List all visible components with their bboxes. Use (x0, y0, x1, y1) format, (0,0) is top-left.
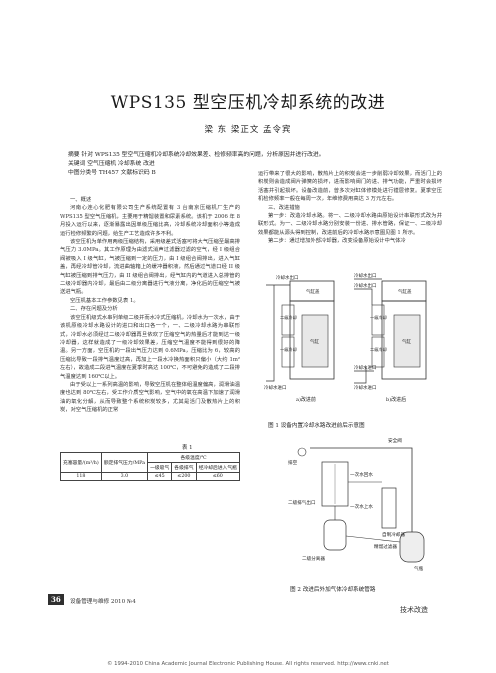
fig2-label: 一次水上水 (350, 503, 373, 510)
figure-1-diagram: 冷却水出口 气缸盖 二级冷却 一级冷却 气缸 冷却水进口 冷却水出口 冷却水出口… (264, 272, 427, 403)
table1-subheader: 一级吸气 (147, 462, 173, 473)
classification: 中图分类号 TH457 文献标识码 B (68, 170, 156, 176)
fig1-b-label: 气缸盖 (398, 288, 412, 295)
table1-cell: ≤45 (147, 472, 173, 481)
fig2-label: 精馏过滤器 (374, 543, 397, 550)
section-tag: 技术改造 (400, 606, 428, 614)
fig1-b-label: 二级冷却 (370, 346, 387, 353)
fig2-label: 二级分离器 (302, 555, 325, 562)
fig2-label: 一次水回水 (350, 471, 373, 478)
table1: 充塞容量/(m³/h) 额定排气压力/MPa 各级温度/℃ 一级吸气 各级排气 … (60, 452, 241, 481)
fig1-b-label: 气缸 (402, 338, 411, 345)
paragraph: 第二步：通过增加外部冷却器，改变设备原始设计中气体冷 (268, 238, 406, 245)
fig2-label: 二级排气出口 (288, 499, 316, 506)
left-column: 一、概述河南心连心化肥有限公司生产系统配置有 3 台南京压缩机厂生产的 WPS1… (60, 196, 240, 444)
table1-cell: ≤200 (171, 472, 197, 481)
fig2-label: 排空 (288, 459, 298, 466)
fig1-a-caption: a)改进前 (296, 396, 316, 403)
fig1-b-label: 一级冷却 (370, 314, 387, 321)
article-title: WPS135 型空压机冷却系统的改进 (110, 93, 386, 113)
paragraph: 该空压机为单作用两级压缩结构，采用级差式活塞可将大气压缩至最高排气压力 3.0M… (60, 239, 240, 296)
keywords: 关键词 空气压缩机 冷却系统 改进 (68, 161, 155, 167)
page-number: 36 (48, 594, 64, 605)
section-heading: 三、改进措施 (268, 204, 300, 211)
table1-cell: 3.0 (100, 472, 149, 481)
table1-subheader: 经冷却后进入气瓶 (195, 462, 241, 473)
fig2-label: 自制冷却器 (382, 531, 405, 538)
paragraph: 该空压机级式水串列单级二级并而水冷式压缩机，冷却水为一次水，由于该机原级冷却水路… (60, 314, 240, 380)
table1-cell: 118 (60, 472, 102, 481)
figure-2-diagram: 安全阀 排空 一次水回水 二级排气出口 一次水上水 自制冷却器 精馏过滤器 二级… (288, 437, 425, 572)
paragraph: 运行带来了很大的影响，散热片上的积炭会进一步削弱冷却效果，而活门上的积炭则会造成… (258, 171, 442, 203)
figure-2: 安全阀 排空 一次水回水 二级排气出口 一次水上水 自制冷却器 精馏过滤器 二级… (262, 432, 442, 580)
fig2-label: 安全阀 (388, 437, 402, 444)
abstract: 摘要 针对 WPS135 型空气压缩机冷却系统冷却效果差、检修频率高的问题，分析… (68, 152, 325, 158)
figure-1-caption: 图 1 设备内置冷却水路改进前后示意图 (268, 423, 365, 429)
fig2-label: 气瓶 (414, 565, 424, 572)
paragraph: 空压机基本工作参数见表 1。 (70, 297, 139, 304)
article-authors: 梁 东 梁正文 孟令宾 (204, 125, 292, 135)
right-column: 运行带来了很大的影响，散热片上的积炭会进一步削弱冷却效果，而活门上的积炭则会造成… (258, 170, 442, 260)
table1-header-pressure: 额定排气压力/MPa (100, 452, 149, 473)
section-heading: 一、概述 (70, 197, 92, 203)
fig1-a-label: 冷却水进口 (264, 384, 287, 391)
table1-cell: ≤60 (195, 472, 241, 481)
table1-header-temps: 各级温度/℃ (147, 452, 240, 463)
table1-caption: 表 1 (182, 445, 193, 451)
paragraph: 第一步：改造冷却水路。将一、二级冷却水路由原始设计串联形式改为并联形式。为一、二… (258, 213, 442, 236)
fig1-a-label: 二级冷却 (280, 314, 297, 321)
section-heading: 二、存在问题及分析 (70, 306, 118, 313)
fig1-b-caption: b)改进后 (386, 396, 406, 403)
table1-subheader: 各级排气 (171, 462, 197, 473)
fig1-b-label: 冷却水出口 (354, 282, 377, 289)
paragraph: 由于受以上一系列高温的影响，导致空压机在整体组温度偏高，润滑油温度也达到 80℃… (60, 381, 240, 414)
figure-2-caption: 图 2 改进后外加气体冷却系统管路 (290, 587, 376, 593)
fig1-b-label: 冷却水进口 (354, 384, 377, 391)
paragraph: 河南心连心化肥有限公司生产系统配置有 3 台南京压缩机厂生产的 WPS135 型… (60, 205, 240, 237)
fig1-a-label: 气缸 (310, 338, 319, 345)
copyright-notice: © 1994-2010 China Academic Journal Elect… (107, 661, 389, 667)
fig1-a-label: 一级冷却 (280, 346, 297, 353)
fig1-b-label: 冷却水进口 (354, 364, 377, 371)
table1-header-capacity: 充塞容量/(m³/h) (60, 452, 102, 473)
fig1-a-label: 气缸盖 (306, 288, 320, 295)
fig1-a-label: 冷却水出口 (276, 274, 299, 281)
fig1-b-label: 冷却水出口 (354, 272, 377, 279)
journal-info: 设备管理与维修 2010 №4 (70, 599, 136, 605)
figure-1: 冷却水出口 气缸盖 二级冷却 一级冷却 气缸 冷却水进口 冷却水出口 冷却水出口… (262, 271, 442, 421)
